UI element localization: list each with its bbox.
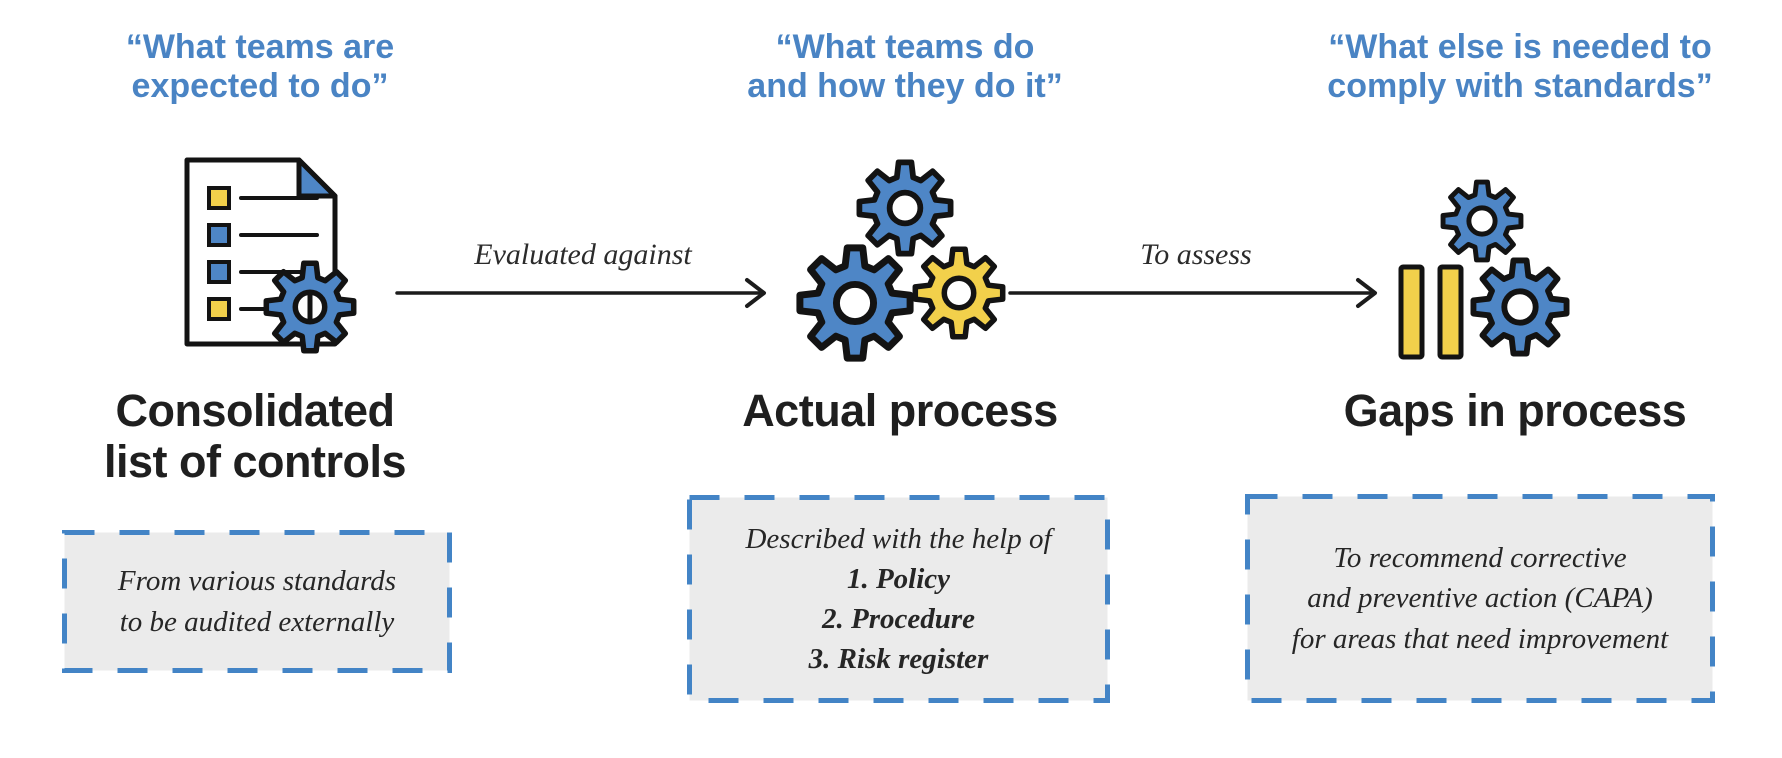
note-text-described-with: Described with the help of 1. Policy 2. … xyxy=(687,495,1110,703)
title-gaps-in-process: Gaps in process xyxy=(1343,385,1687,436)
three-gears-icon xyxy=(793,153,1008,368)
pause-bars-gears-icon xyxy=(1393,155,1603,360)
document-checklist-gear-icon xyxy=(165,148,380,353)
note-intro: Described with the help of xyxy=(745,522,1052,555)
note-item-procedure: 2. Procedure xyxy=(821,603,976,635)
note-text-standards: From various standards to be audited ext… xyxy=(117,565,397,638)
note-box-standards: From various standards to be audited ext… xyxy=(62,530,452,673)
title-consolidated-list: Consolidated list of controls xyxy=(103,385,407,487)
quote-comply-standards: “What else is needed to comply with stan… xyxy=(1327,28,1713,105)
note-box-described-with: Described with the help of 1. Policy 2. … xyxy=(687,495,1110,703)
quote-expected-to-do: “What teams are expected to do” xyxy=(125,28,395,105)
title-actual-process: Actual process xyxy=(742,385,1058,436)
arrow-label-to-assess: To assess xyxy=(1140,238,1252,271)
note-box-capa: To recommend corrective and preventive a… xyxy=(1245,494,1715,703)
note-item-risk-register: 3. Risk register xyxy=(808,643,989,676)
arrow-to-assess xyxy=(1008,278,1377,308)
quote-what-teams-do: “What teams do and how they do it” xyxy=(747,28,1063,105)
arrow-label-evaluated-against: Evaluated against xyxy=(474,238,692,271)
note-item-policy: 1. Policy xyxy=(846,562,951,595)
note-text-capa: To recommend corrective and preventive a… xyxy=(1291,542,1669,655)
arrow-evaluated-against xyxy=(395,278,766,308)
